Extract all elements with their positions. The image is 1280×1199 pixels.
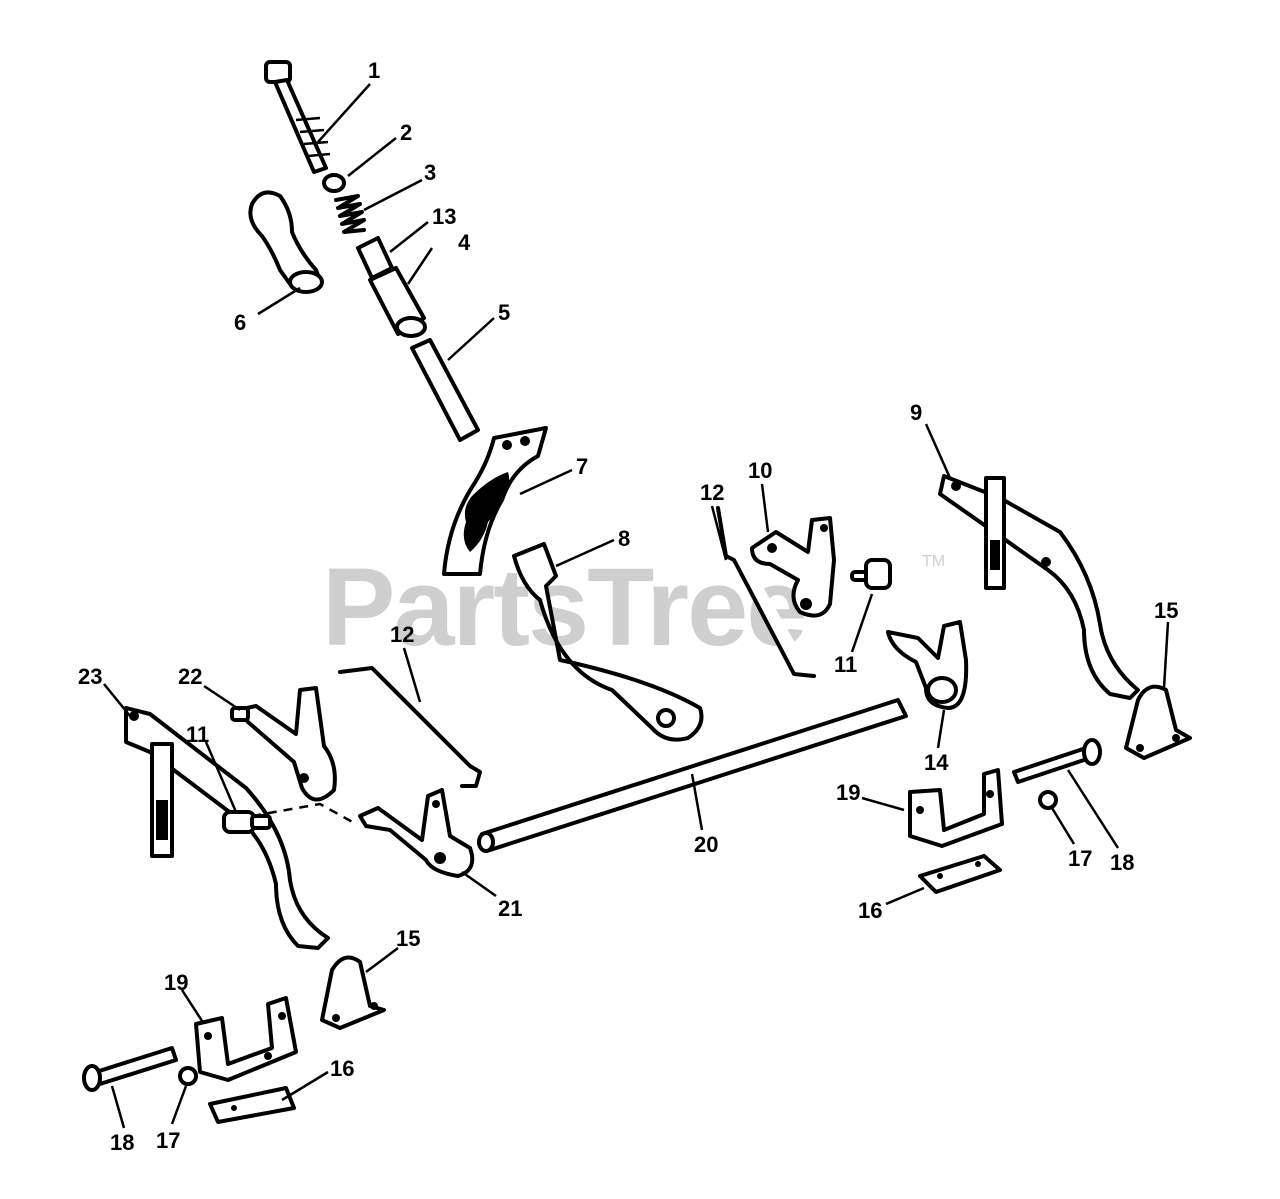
part-19-bracket-right bbox=[908, 768, 1004, 848]
part-18-pin-left bbox=[82, 1046, 178, 1092]
part-15-mount-right bbox=[1124, 684, 1192, 760]
part-8-lever bbox=[512, 542, 704, 742]
part-9-bracket bbox=[938, 474, 1140, 700]
callout-22: 22 bbox=[178, 664, 202, 689]
callout-15-left: 15 bbox=[396, 926, 420, 951]
callout-13: 13 bbox=[432, 204, 456, 229]
part-12-rod-lower bbox=[338, 666, 482, 788]
part-1-bolt bbox=[264, 60, 331, 174]
part-14-arm bbox=[886, 620, 969, 710]
callout-4: 4 bbox=[458, 230, 471, 255]
part-6-grip bbox=[248, 190, 324, 294]
part-12-rod-upper bbox=[716, 506, 816, 678]
leader-lines bbox=[103, 83, 1170, 1129]
callout-18-right: 18 bbox=[1110, 850, 1134, 875]
callout-16-right: 16 bbox=[858, 898, 882, 923]
callout-15-right: 15 bbox=[1154, 598, 1178, 623]
part-4-sleeve bbox=[368, 266, 427, 338]
callout-14: 14 bbox=[924, 750, 949, 775]
part-23-bracket bbox=[124, 706, 330, 950]
part-22-arm bbox=[230, 686, 337, 802]
part-15-mount-left bbox=[320, 955, 386, 1030]
part-11-pin-lower bbox=[222, 810, 272, 834]
callout-2: 2 bbox=[400, 120, 412, 145]
part-16-plate-right bbox=[918, 854, 1002, 894]
callout-23: 23 bbox=[78, 664, 102, 689]
part-5-tube bbox=[410, 338, 480, 442]
callout-7: 7 bbox=[576, 454, 588, 479]
callout-20: 20 bbox=[694, 832, 718, 857]
part-7-quadrant bbox=[442, 426, 548, 576]
callout-6: 6 bbox=[234, 310, 246, 335]
part-18-pin-right bbox=[1012, 738, 1102, 784]
part-17-clip-right bbox=[1038, 790, 1058, 810]
callout-17-left: 17 bbox=[156, 1128, 180, 1153]
part-17-clip-left bbox=[178, 1066, 198, 1086]
part-11-pin-upper bbox=[850, 558, 892, 590]
callout-10: 10 bbox=[748, 458, 772, 483]
callout-8: 8 bbox=[618, 526, 630, 551]
callout-16-left: 16 bbox=[330, 1056, 354, 1081]
callout-5: 5 bbox=[498, 300, 510, 325]
callout-18-left: 18 bbox=[110, 1130, 134, 1155]
part-21-arm bbox=[358, 788, 475, 878]
callout-17-right: 17 bbox=[1068, 846, 1092, 871]
part-10-arm bbox=[750, 516, 836, 618]
callout-19-left: 19 bbox=[164, 970, 188, 995]
part-16-plate-left bbox=[208, 1086, 296, 1124]
alignment-dashed-line bbox=[251, 802, 357, 826]
part-3-spring bbox=[334, 194, 366, 234]
part-2-nut bbox=[322, 173, 346, 193]
part-19-bracket-left bbox=[194, 996, 298, 1082]
callout-1: 1 bbox=[368, 58, 380, 83]
callout-12-upper: 12 bbox=[700, 480, 724, 505]
callout-11-upper: 11 bbox=[834, 652, 857, 677]
watermark-trademark: TM bbox=[922, 553, 945, 570]
callout-12-lower: 12 bbox=[390, 622, 414, 647]
callout-numbers: 1 2 3 13 4 6 5 7 8 12 10 9 11 15 23 22 1… bbox=[78, 58, 1178, 1155]
part-20-shaft bbox=[477, 698, 908, 853]
callout-11-lower: 11 bbox=[186, 722, 209, 747]
callout-9: 9 bbox=[910, 400, 922, 425]
callout-21: 21 bbox=[498, 896, 522, 921]
callout-3: 3 bbox=[424, 160, 436, 185]
callout-19-right: 19 bbox=[836, 780, 860, 805]
